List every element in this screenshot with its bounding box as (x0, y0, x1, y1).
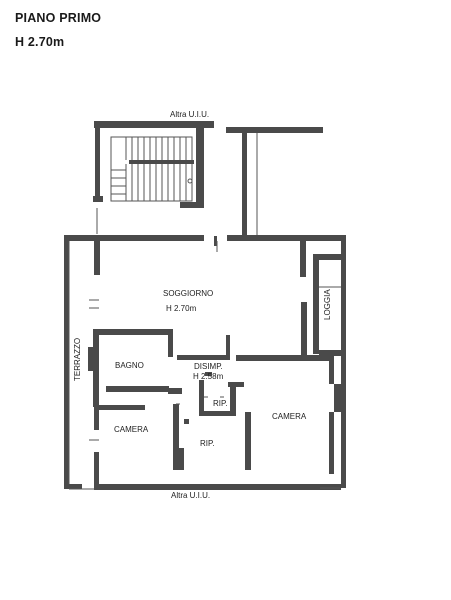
rip-small-right-wall (230, 384, 236, 416)
staircase (110, 136, 194, 202)
floor-title: PIANO PRIMO (15, 11, 102, 25)
upper-top-wall-left (94, 121, 214, 128)
bath-left-wall (93, 329, 99, 407)
rip-large-left-wall (178, 448, 184, 470)
rip-small-left-wall (199, 380, 204, 416)
loggia-bottom-wall (319, 350, 341, 356)
rip-small-top-right (228, 382, 244, 387)
camera-left-top-wall (94, 405, 145, 410)
stair-treads (111, 137, 187, 201)
living-left-upper-wall (94, 241, 100, 275)
inner-walls (88, 241, 341, 486)
camera-left-right-wall (173, 404, 179, 470)
label-disimp-height: H 2.58m (193, 372, 224, 381)
label-soggiorno: SOGGIORNO (163, 289, 213, 298)
camera-right-upper-wall (329, 361, 334, 384)
upper-block (93, 121, 323, 236)
label-altra-top: Altra U.I.U. (170, 110, 209, 119)
window-marks (68, 241, 341, 489)
upper-left-jamb (93, 196, 103, 202)
bath-right-wall (168, 335, 173, 357)
camera-right-lower-wall (329, 412, 334, 474)
living-right-upper-wall (300, 241, 306, 277)
stair-bottom-wall (180, 202, 204, 208)
camera-right-window (334, 384, 341, 412)
loggia-top-wall (313, 254, 341, 260)
upper-top-wall-right (226, 127, 323, 133)
stair-outline (110, 136, 193, 202)
camera-left-lower-wall (94, 452, 99, 486)
rip-large-stub (184, 419, 189, 424)
loggia-inner-wall (313, 254, 319, 354)
outer-walls (64, 235, 346, 490)
hall-top-wall (177, 355, 229, 360)
hall-door-jamb (226, 335, 230, 360)
top-wall-right (227, 235, 346, 241)
entry-jamb (214, 236, 217, 246)
living-right-lower-wall (301, 302, 307, 356)
hall-left-return (168, 388, 182, 394)
label-terrazzo: TERRAZZO (73, 338, 82, 381)
bottom-left-stub (64, 484, 82, 489)
hall-switch-stub (205, 372, 212, 376)
label-altra-bottom: Altra U.I.U. (171, 491, 210, 500)
upper-right-wall-a (242, 133, 247, 236)
camera-left-upper-wall (94, 405, 99, 430)
label-soggiorno-height: H 2.70m (166, 304, 197, 313)
label-disimp: DISIMP. (194, 362, 223, 371)
bath-window-left (88, 347, 93, 371)
left-outer-wall (64, 235, 69, 489)
floor-height: H 2.70m (15, 35, 65, 49)
label-bagno: BAGNO (115, 361, 144, 370)
bath-top-wall (93, 329, 173, 335)
hall-top-wall-right (236, 355, 334, 361)
stair-arrow-dot (187, 178, 193, 184)
label-camera-right: CAMERA (272, 412, 307, 421)
stair-handrail (129, 160, 194, 164)
top-wall-left (64, 235, 204, 241)
label-rip-large: RIP. (200, 439, 215, 448)
bottom-wall (94, 484, 341, 490)
rip-small-bottom-wall (199, 411, 236, 416)
label-loggia: LOGGIA (323, 289, 332, 320)
label-camera-left: CAMERA (114, 425, 149, 434)
stair-right-wall (196, 128, 204, 204)
rip-large-right-wall (245, 412, 251, 470)
bath-bottom-wall (106, 386, 169, 392)
upper-left-wall (95, 128, 100, 201)
right-outer-wall (341, 235, 346, 488)
label-rip-small: RIP. (213, 399, 228, 408)
